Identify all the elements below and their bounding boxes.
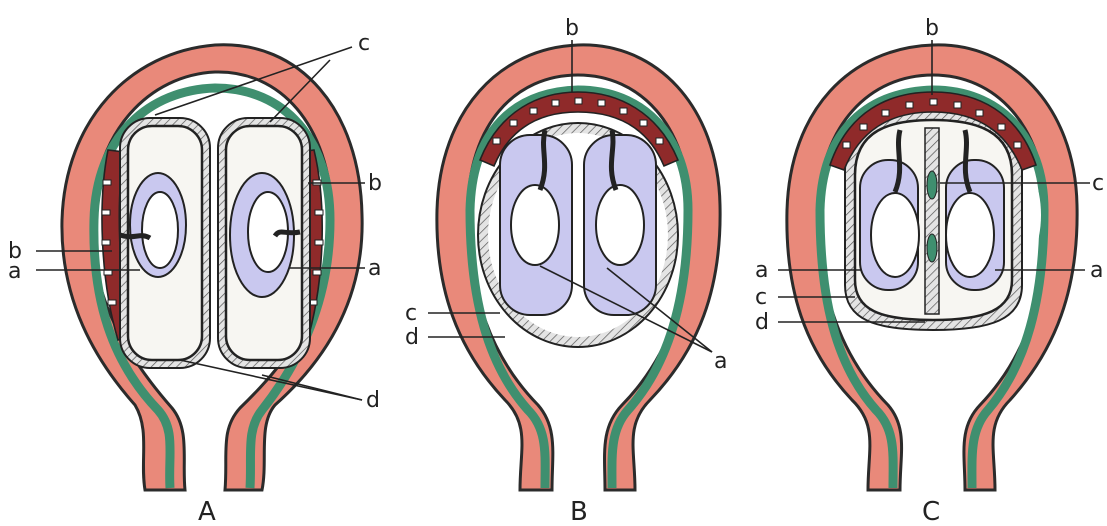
embryo-c-left <box>871 193 919 277</box>
label-c-a-left: a <box>755 258 768 283</box>
label-a-c: c <box>358 31 370 56</box>
embryo-b-right <box>596 185 644 265</box>
panel-c: b c a a c d C <box>755 16 1104 526</box>
panel-b: b c d a B <box>405 16 727 526</box>
label-c-c-left: c <box>755 285 767 310</box>
embryo-c-right <box>946 193 994 277</box>
label-a-a-right: a <box>368 256 381 281</box>
embryo-a-left <box>142 192 178 268</box>
label-a-a-left: a <box>8 259 21 284</box>
septum-node-c-upper <box>927 171 937 199</box>
label-c-c-right: c <box>1092 171 1104 196</box>
label-a-d: d <box>366 388 380 413</box>
label-b-a: a <box>714 349 727 374</box>
umbilical-cord-a-left <box>120 235 150 238</box>
panel-a: c b b a a d A <box>8 31 382 526</box>
label-b-c: c <box>405 301 417 326</box>
label-b-b: b <box>565 16 579 41</box>
septum-c <box>925 128 939 314</box>
label-a-b-right: b <box>368 171 382 196</box>
label-b-d: d <box>405 325 419 350</box>
panel-caption-a: A <box>198 497 216 526</box>
embryo-b-left <box>511 185 559 265</box>
label-c-b: b <box>925 16 939 41</box>
label-c-d: d <box>755 310 769 335</box>
panel-caption-b: B <box>570 497 588 526</box>
label-c-a-right: a <box>1090 258 1103 283</box>
panel-caption-c: C <box>922 497 940 526</box>
septum-node-c-lower <box>927 234 937 262</box>
